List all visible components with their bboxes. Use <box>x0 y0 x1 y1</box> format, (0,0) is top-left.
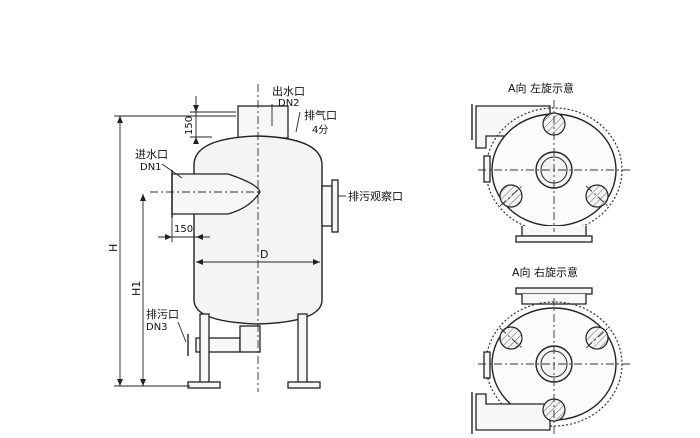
left-diag-2 <box>585 185 609 207</box>
label-dim-H1: H1 <box>130 281 143 296</box>
label-drain-dn: DN3 <box>146 322 168 333</box>
left-port-left <box>499 184 523 208</box>
label-inlet: 进水口 <box>135 148 168 161</box>
observe-port <box>321 185 333 227</box>
drain-elbow <box>239 325 261 353</box>
right-base-plate <box>515 287 593 295</box>
left-base-plate <box>515 235 593 243</box>
label-inlet-dn: DN1 <box>140 162 162 173</box>
leader-vent <box>295 111 301 133</box>
label-dim-H: H <box>107 244 120 252</box>
label-view-left: A向 左旋示意 <box>508 81 574 95</box>
front-elevation: 出水口 DN2 排气口 4分 进水口 DN1 排污观察口 排污口 DN3 150… <box>107 84 403 392</box>
inlet-pipe <box>171 173 261 215</box>
label-view-right: A向 右旋示意 <box>512 265 578 279</box>
right-diag-2 <box>585 327 609 349</box>
right-side-stub <box>483 351 491 379</box>
left-inlet-pipe <box>475 105 551 149</box>
left-port-right <box>585 184 609 208</box>
observe-flange <box>331 179 339 233</box>
leader-drain <box>177 321 187 343</box>
label-outlet: 出水口 <box>272 84 305 98</box>
left-diag-1 <box>499 185 523 207</box>
label-outlet-dn: DN2 <box>278 98 300 109</box>
leg-left <box>199 313 210 385</box>
right-port-left <box>499 326 523 350</box>
right-port-right <box>585 326 609 350</box>
label-observe: 排污观察口 <box>348 189 403 203</box>
leader-inlet <box>161 163 183 179</box>
right-diag-1 <box>499 327 523 349</box>
label-vent-size: 4分 <box>312 124 328 136</box>
label-dim-150-top: 150 <box>184 116 195 135</box>
label-drain: 排污口 <box>146 307 179 321</box>
foot-right <box>287 381 321 389</box>
foot-left <box>187 381 221 389</box>
label-vent: 排气口 <box>304 108 337 122</box>
label-dim-D: D <box>260 248 268 261</box>
view-right-rotation: A向 右旋示意 <box>471 265 630 436</box>
left-side-stub <box>483 155 491 183</box>
label-dim-150-mid: 150 <box>174 224 193 235</box>
outlet-pipe <box>237 105 289 139</box>
view-left-rotation: A向 左旋示意 <box>471 81 630 243</box>
leg-right <box>297 313 308 385</box>
